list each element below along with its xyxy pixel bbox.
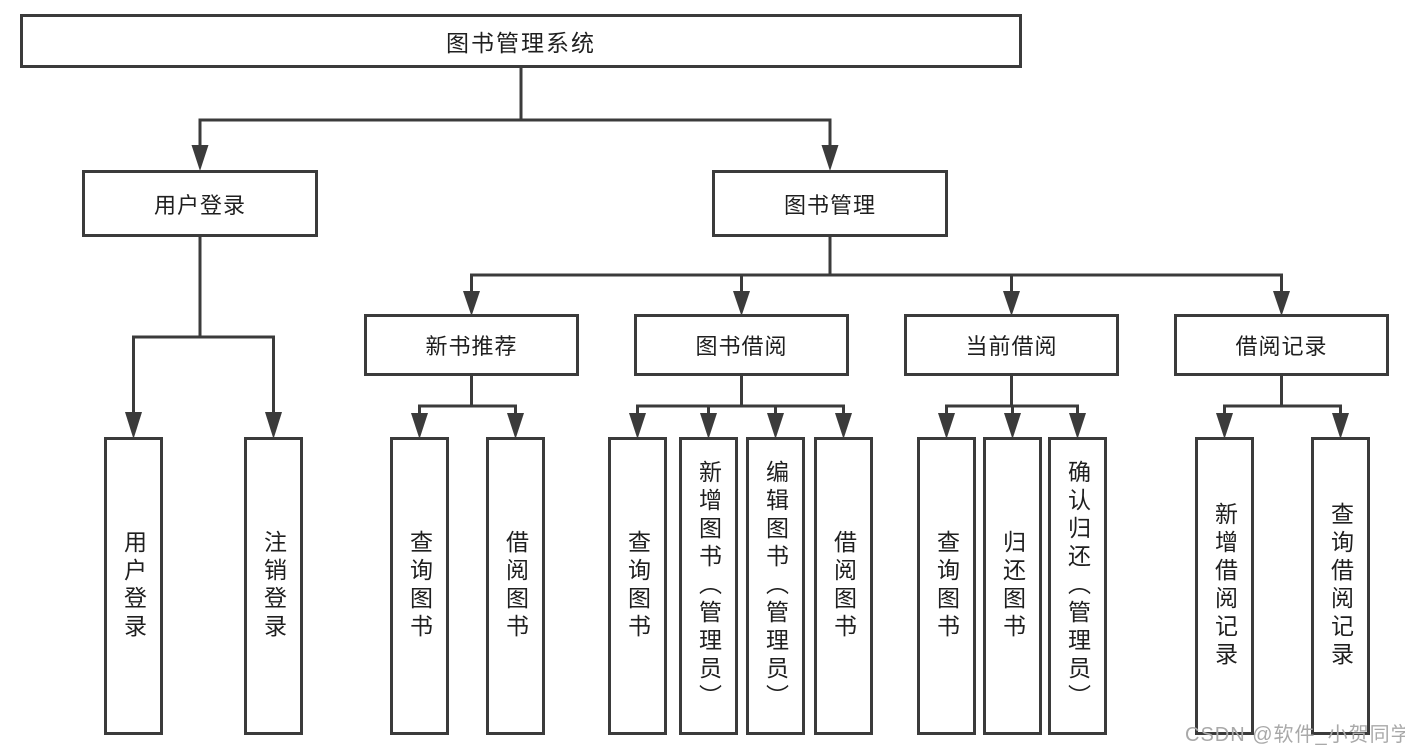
leaf-label: 注销登录 (260, 530, 287, 642)
leaf-current-return-books: 归还图书 (983, 437, 1042, 735)
leaf-label: 新增借阅记录 (1211, 502, 1238, 670)
leaf-borrow-borrow-books: 借阅图书 (814, 437, 873, 735)
leaf-label: 查询图书 (933, 530, 960, 642)
csdn-watermark: CSDN @软件_小贺同学 (1185, 724, 1405, 746)
leaf-records-add-borrow-record: 新增借阅记录 (1195, 437, 1254, 735)
node-book-management: 图书管理 (712, 170, 948, 237)
leaf-recommend-query-books: 查询图书 (390, 437, 449, 735)
node-label: 图书借阅 (695, 334, 788, 359)
node-label: 用户登录 (153, 192, 246, 218)
node-label: 当前借阅 (965, 334, 1058, 359)
leaf-current-query-books: 查询图书 (917, 437, 976, 735)
node-label: 图书管理系统 (446, 30, 596, 56)
leaf-borrow-add-books-admin: 新增图书（管理员） (679, 437, 738, 735)
leaf-label: 查询图书 (406, 530, 433, 642)
node-book-borrow: 图书借阅 (634, 314, 849, 376)
leaf-label: 用户登录 (120, 530, 147, 642)
node-label: 新书推荐 (425, 334, 518, 359)
leaf-label: 借阅图书 (830, 530, 857, 642)
node-borrow-records: 借阅记录 (1174, 314, 1389, 376)
leaf-label: 新增图书（管理员） (695, 460, 722, 712)
leaf-label: 借阅图书 (502, 530, 529, 642)
node-current-borrow: 当前借阅 (904, 314, 1119, 376)
leaf-label: 归还图书 (999, 530, 1026, 642)
node-user-login: 用户登录 (82, 170, 318, 237)
leaf-recommend-borrow-books: 借阅图书 (486, 437, 545, 735)
node-label: 图书管理 (783, 192, 876, 218)
leaf-label: 确认归还（管理员） (1064, 460, 1091, 712)
leaf-borrow-edit-books-admin: 编辑图书（管理员） (746, 437, 805, 735)
leaf-user-login: 用户登录 (104, 437, 163, 735)
leaf-records-query-borrow-record: 查询借阅记录 (1311, 437, 1370, 735)
node-label: 借阅记录 (1235, 334, 1328, 359)
leaf-borrow-query-books: 查询图书 (608, 437, 667, 735)
leaf-current-confirm-return-admin: 确认归还（管理员） (1048, 437, 1107, 735)
leaf-label: 查询借阅记录 (1327, 502, 1354, 670)
leaf-label: 查询图书 (624, 530, 651, 642)
node-new-book-recommend: 新书推荐 (364, 314, 579, 376)
node-library-management-system: 图书管理系统 (20, 14, 1022, 68)
leaf-label: 编辑图书（管理员） (762, 460, 789, 712)
leaf-logout: 注销登录 (244, 437, 303, 735)
